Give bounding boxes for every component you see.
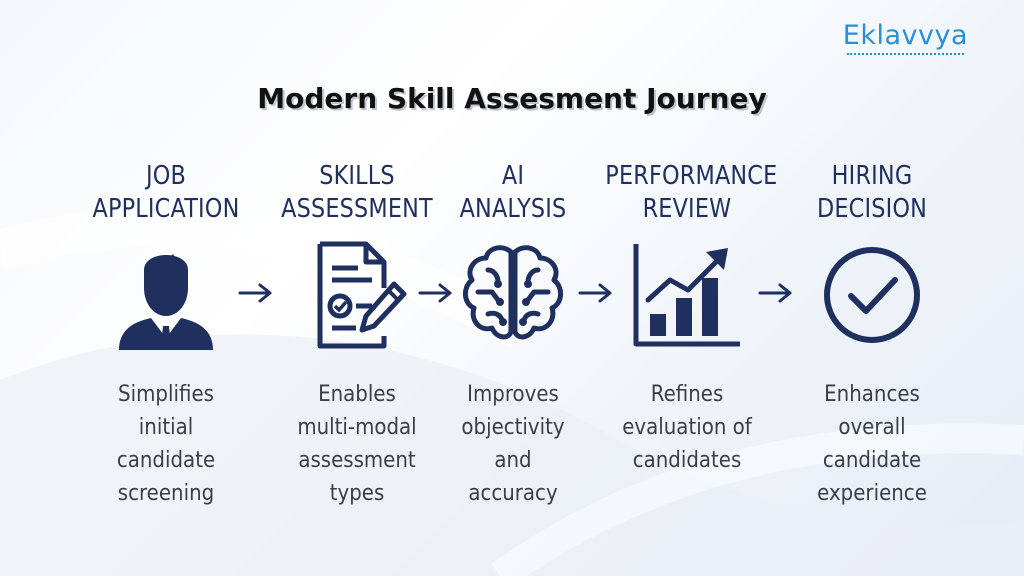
step-description: Simplifies initial candidate screening xyxy=(116,382,216,506)
step-title: SKILLS ASSESSMENT xyxy=(281,161,433,224)
page-title: Modern Skill Assesment Journey xyxy=(257,82,767,115)
step-hiring-decision: HIRING DECISION Enhances overall candida… xyxy=(777,160,967,506)
step-description: Improves objectivity and accuracy xyxy=(461,382,565,506)
step-performance-review: PERFORMANCE REVIEW Refines evaluation of… xyxy=(592,160,782,473)
arrow-right-icon xyxy=(238,283,272,303)
logo-underline xyxy=(846,50,964,55)
step-description: Enhances overall candidate experience xyxy=(817,382,927,506)
check-circle-icon xyxy=(824,247,920,343)
step-title: HIRING DECISION xyxy=(816,161,928,224)
step-job-application: JOB APPLICATION Simplifies initial candi… xyxy=(71,160,261,506)
step-skills-assessment: SKILLS ASSESSMENT Enables multi-modal as… xyxy=(262,160,452,506)
brain-icon xyxy=(463,245,563,340)
step-title: PERFORMANCE REVIEW xyxy=(605,161,778,224)
step-description: Refines evaluation of candidates xyxy=(622,382,752,473)
arrow-right-icon xyxy=(418,283,452,303)
step-title: AI ANALYSIS xyxy=(459,161,567,224)
step-title: JOB APPLICATION xyxy=(92,161,240,224)
brand-logo: Eklavvya xyxy=(842,20,968,55)
arrow-right-icon xyxy=(578,283,612,303)
step-description: Enables multi-modal assessment types xyxy=(297,382,417,506)
person-icon xyxy=(119,254,213,350)
bar-chart-icon xyxy=(633,244,740,347)
arrow-right-icon xyxy=(758,283,792,303)
step-ai-analysis: AI ANALYSIS Improves objectivity and acc… xyxy=(418,160,608,506)
document-pencil-icon xyxy=(317,241,407,349)
brand-logo-text: Eklavvya xyxy=(842,20,968,51)
